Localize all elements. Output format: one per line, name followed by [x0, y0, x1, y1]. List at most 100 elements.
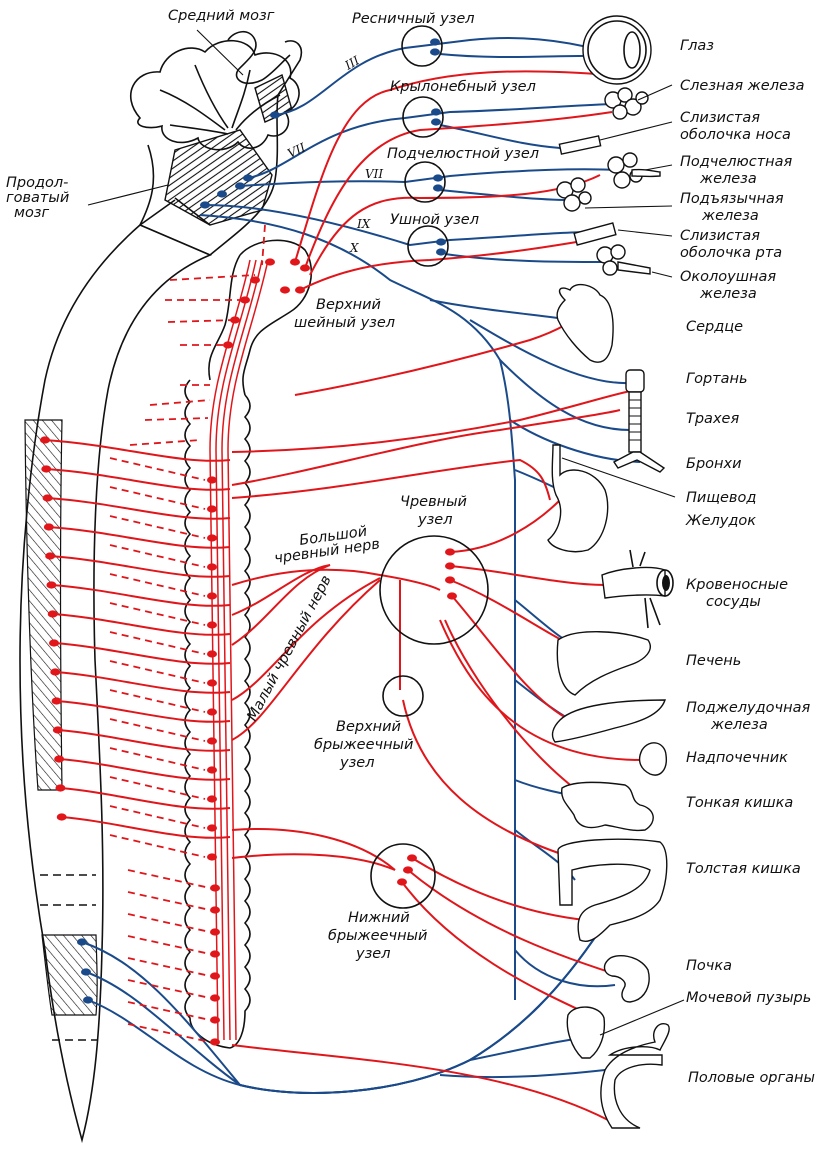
sympathetic-parotid — [299, 237, 601, 291]
superior-mesenteric-ganglion-label-line1: Верхний — [336, 719, 401, 735]
gray-ramus — [109, 689, 206, 713]
vagus-bronchi — [509, 419, 641, 463]
sympathetic-eye — [294, 70, 611, 263]
greater-splanchnic-root — [231, 564, 331, 646]
genital-organ — [600, 1023, 670, 1129]
gray-ramus — [127, 1023, 211, 1043]
preganglionic-fiber — [50, 555, 231, 578]
parotid-label-line1: Околоушная — [680, 269, 776, 285]
lacrimal-label: Слезная железа — [680, 78, 805, 94]
sublingual-gland-label-line1: Подъязычная — [680, 191, 784, 207]
parotid-postganglionic — [444, 253, 609, 263]
gray-ramus — [169, 274, 256, 281]
ganglion-neuron — [295, 286, 305, 294]
nerve-III-label: III — [342, 53, 362, 73]
gray-ramus — [109, 805, 206, 829]
chain-neuron — [207, 708, 217, 716]
sympathetic-trunk — [184, 239, 313, 1049]
inferior-mesenteric-ganglion-label-line1: Нижний — [348, 910, 410, 926]
cranial-nucleus — [200, 201, 210, 209]
chain-neuron — [207, 679, 217, 687]
gray-ramus — [127, 979, 211, 999]
sympathetic-trunk-fiber — [209, 259, 251, 1041]
gray-ramus — [109, 718, 206, 742]
bladder-label: Мочевой пузырь — [686, 990, 811, 1006]
superior-cervical-ganglion-label-line2: шейный узел — [294, 315, 395, 331]
ganglion-neuron — [240, 296, 250, 304]
ganglion-neuron — [430, 38, 440, 46]
brain-labels: Средний мозг Продол- говатый мозг — [6, 8, 275, 221]
nasal-mucosa-label-line2: оболочка носа — [680, 127, 791, 143]
chain-neuron — [207, 795, 217, 803]
celiac-adrenal — [439, 619, 643, 761]
chain-neuron — [207, 824, 217, 832]
lateral-horn-neuron — [54, 755, 65, 763]
chain-neuron — [210, 1016, 220, 1024]
inferior-mesenteric-ganglion — [370, 843, 436, 909]
preganglionic-fiber — [51, 584, 231, 607]
esophagus-label: Пищевод — [686, 490, 756, 506]
gray-ramus — [109, 486, 206, 510]
submandibular-gland-label-line2: железа — [699, 171, 757, 187]
pelvic-genital — [439, 1069, 606, 1079]
gray-ramus — [109, 631, 206, 655]
sup-mesenteric-large-intestine — [402, 699, 581, 861]
chain-neuron — [210, 994, 220, 1002]
submandibular-ganglion-label: Подчелюстной узел — [387, 146, 539, 162]
chain-neuron — [210, 950, 220, 958]
pancreas-label-line2: железа — [710, 717, 768, 733]
ganglion-neuron — [265, 258, 275, 266]
gray-ramus — [127, 913, 211, 933]
ganglion-neuron — [436, 248, 446, 256]
ganglion-neuron — [433, 174, 443, 182]
eye-label: Глаз — [680, 38, 714, 54]
ganglion-neuron — [250, 276, 260, 284]
nerve-III — [274, 37, 601, 116]
lesser-splanchnic — [231, 577, 381, 701]
chain-neuron — [207, 766, 217, 774]
lumbar-splanchnic — [231, 853, 396, 871]
gray-ramus — [109, 602, 206, 626]
sublingual-postganglionic — [439, 189, 571, 201]
sympathetic-trunk-fiber — [227, 259, 269, 1041]
celiac-ganglion — [379, 535, 489, 645]
superior-cervical-ganglion-label-line1: Верхний — [316, 297, 381, 313]
bronchi-label: Бронхи — [686, 456, 742, 472]
sympathetic-lacrimal — [304, 111, 613, 269]
ciliary-ganglion-label: Ресничный узел — [352, 11, 475, 27]
midbrain-label: Средний мозг — [168, 8, 275, 24]
sympathetic-genital — [231, 1044, 609, 1121]
medulla-label-line1: Продол- — [6, 175, 68, 191]
heart-organ — [556, 283, 614, 363]
gray-ramus — [127, 891, 211, 911]
preganglionic-fiber — [44, 439, 231, 462]
ganglion-neuron — [300, 264, 310, 272]
blood-vessel-organ — [601, 549, 674, 629]
celiac-ganglion-label-line1: Чревный — [400, 494, 467, 510]
sympathetic-larynx — [231, 389, 636, 453]
preganglionic-fiber — [60, 787, 231, 810]
adrenal-label: Надпочечник — [686, 750, 788, 766]
otic-ganglion — [407, 225, 449, 267]
chain-neuron — [207, 592, 217, 600]
nerve-labels: Большой чревный нерв Малый чревный нерв — [244, 524, 380, 724]
sympathetic-trunk-fiber — [215, 259, 257, 1041]
gray-ramus — [127, 869, 211, 889]
adrenal-organ — [638, 742, 667, 776]
blood-vessels-label-line2: сосуды — [706, 594, 761, 610]
spinal-cord — [19, 224, 213, 1144]
chain-neuron — [207, 505, 217, 513]
medulla-label-line2: говатый — [6, 190, 69, 206]
preganglionic-fiber — [52, 613, 231, 636]
submandibular-gland-organ — [607, 152, 661, 189]
stomach-organ — [547, 444, 609, 553]
small-intestine-organ — [560, 781, 654, 832]
medulla-label-line3: мозг — [14, 205, 50, 221]
preganglionic-fiber — [55, 671, 231, 694]
large-intestine-organ — [557, 838, 668, 942]
chain-neuron — [207, 534, 217, 542]
stomach-label: Желудок — [685, 513, 756, 529]
inferior-mesenteric-ganglion-label-line3: узел — [355, 946, 390, 962]
ciliary-ganglion — [401, 25, 443, 67]
